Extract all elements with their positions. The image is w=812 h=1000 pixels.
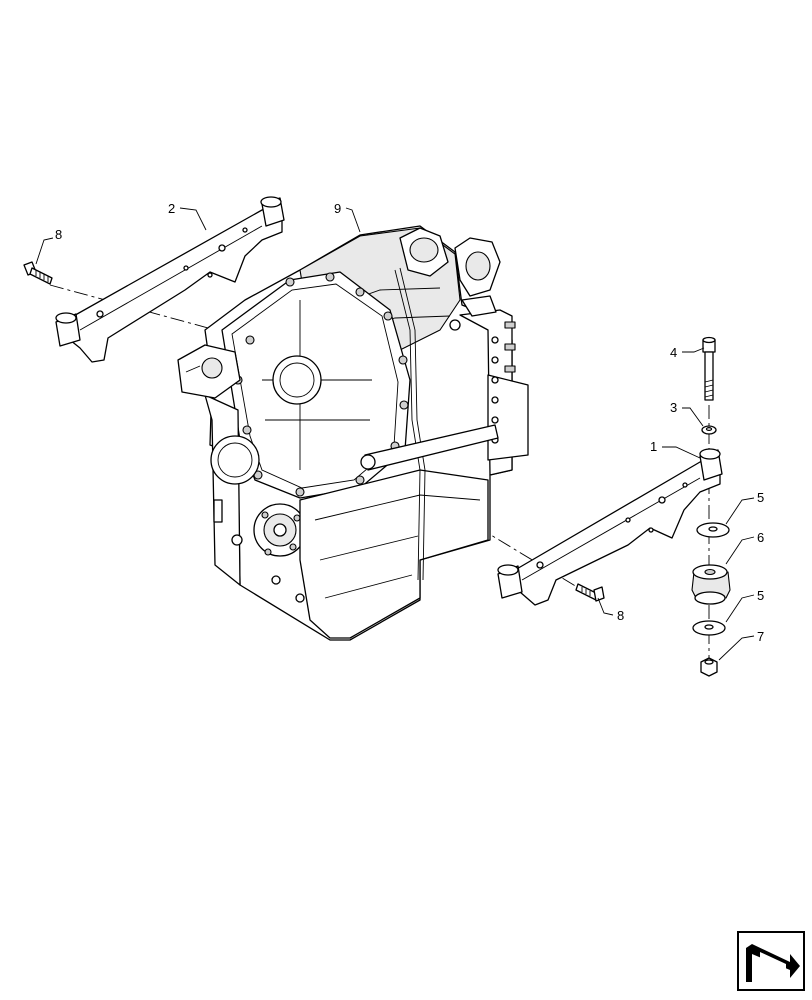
callout-6: 6 [757, 530, 764, 545]
callout-7: 7 [757, 629, 764, 644]
left-mounting-bracket [55, 196, 285, 363]
left-bracket-bolt [23, 261, 53, 285]
transmission-housing [177, 225, 529, 641]
mount-washer-small [701, 425, 717, 435]
rubber-isolator [691, 564, 731, 605]
callout-4: 4 [670, 345, 677, 360]
callout-5-upper: 5 [757, 490, 764, 505]
callout-3: 3 [670, 400, 677, 415]
callout-8-left: 8 [55, 227, 62, 242]
flange-bolts [233, 272, 409, 497]
callout-5-lower: 5 [757, 588, 764, 603]
mount-washer-lower [692, 620, 726, 636]
valve-block-ports [491, 321, 516, 444]
callout-1: 1 [650, 439, 657, 454]
next-page-arrow-icon[interactable] [737, 931, 805, 991]
right-bracket-bolt [575, 583, 605, 602]
leader-lines [35, 207, 755, 661]
callout-8-right: 8 [617, 608, 624, 623]
callout-9: 9 [334, 201, 341, 216]
callout-2: 2 [168, 201, 175, 216]
mount-nut [700, 657, 718, 677]
mount-bolt [702, 336, 716, 401]
mount-washer-upper [696, 522, 730, 538]
callouts: 2 9 8 4 3 1 5 6 5 7 8 [55, 201, 764, 644]
right-mounting-bracket [497, 448, 723, 606]
